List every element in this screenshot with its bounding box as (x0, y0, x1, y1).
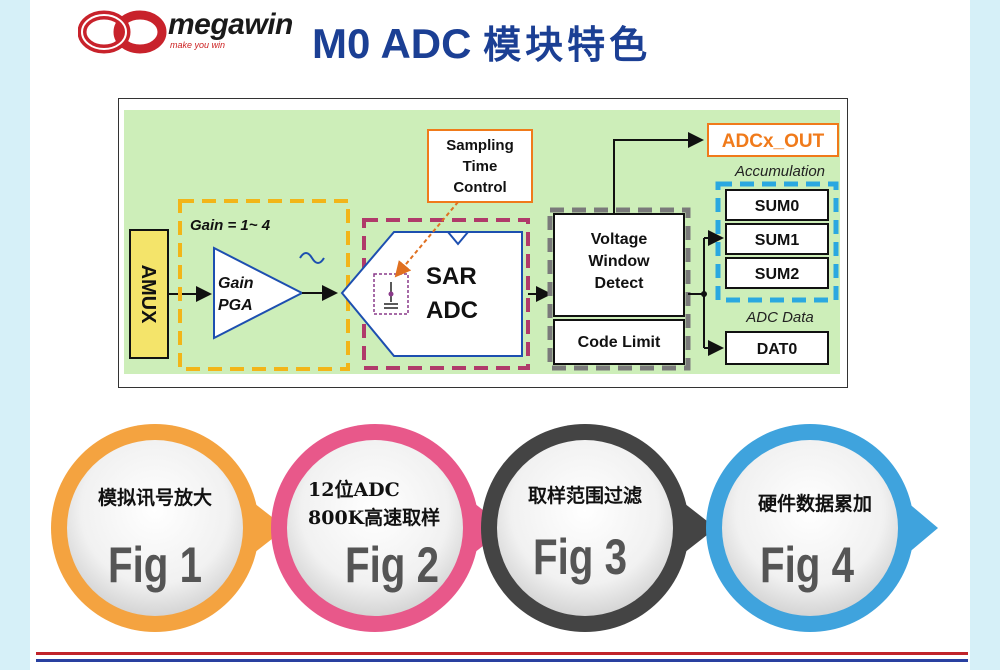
logo-tagline: make you win (170, 40, 226, 50)
adc-data-label: ADC Data (745, 309, 814, 326)
sar-clock-notch (447, 231, 469, 246)
amux-label: AMUX (137, 265, 159, 325)
fig1-arrow-tip (245, 496, 286, 560)
sum2-register (725, 257, 829, 289)
sum0-label: SUM0 (755, 198, 800, 215)
accumulation-label: Accumulation (734, 163, 825, 180)
page-title: M0 ADC 模块特色 (312, 14, 651, 69)
fig4-text-line1: 硬件数据累加 (758, 492, 872, 515)
accumulation-region (715, 181, 839, 303)
title-prefix: M0 ADC (312, 20, 472, 67)
gain-range-label: Gain = 1~ 4 (190, 217, 271, 234)
sampling-label-line1: Sampling (446, 137, 514, 154)
sampling-label-line2: Time (463, 158, 498, 175)
fig1-text-line1: 模拟讯号放大 (98, 486, 212, 509)
pga-label-line1: Gain (218, 275, 254, 292)
feature-fig-4: 硬件数据累加 Fig 4 (706, 424, 938, 632)
code-limit-label: Code Limit (578, 334, 661, 351)
adc-out-label: ADCx_OUT (722, 131, 825, 152)
megawin-logo: megawin make you win (78, 6, 318, 58)
dat0-label: DAT0 (757, 341, 798, 358)
fig2-disc (287, 440, 463, 616)
pga-triangle (213, 246, 305, 340)
sar-adc-shape (340, 231, 523, 357)
dat0-register (725, 331, 829, 365)
fig3-arrow-tip (675, 496, 716, 560)
fig3-text-line1: 取样范围过滤 (528, 484, 642, 507)
to-adc-out-arrow (613, 132, 704, 214)
infinity-logo-icon (78, 10, 167, 54)
sar-label-line1: SAR (426, 263, 477, 290)
fig4-disc (722, 440, 898, 616)
sar-label-line2: ADC (426, 297, 478, 324)
voltage-window-detect-block (553, 213, 685, 317)
sine-wave-icon (299, 252, 325, 264)
switch-node (388, 291, 394, 297)
voltage-window-region (547, 207, 691, 371)
title-chinese: 模块特色 (483, 23, 652, 67)
feature-fig-2: 12位ADC 800K高速取样 Fig 2 (271, 424, 506, 632)
sum1-label: SUM1 (755, 232, 800, 249)
fig3-label: Fig 3 (533, 529, 627, 585)
sum2-label: SUM2 (755, 266, 800, 283)
sampling-label-line3: Control (453, 179, 506, 196)
feature-fig-3: 取样范围过滤 Fig 3 (481, 424, 716, 632)
pga-label-line2: PGA (218, 297, 253, 314)
logo-brand-text: megawin (168, 8, 293, 41)
right-side-band (970, 0, 1000, 670)
fig4-arrow-tip (900, 496, 938, 560)
feature-fig-1: 模拟讯号放大 Fig 1 (51, 424, 286, 632)
output-bus-node (701, 291, 707, 297)
feature-circles: 模拟讯号放大 Fig 1 12位ADC 800K高速取样 Fig 2 取样范围过… (51, 424, 938, 632)
fig4-label: Fig 4 (760, 537, 854, 593)
footer-blue-rule (36, 659, 968, 662)
code-limit-block (553, 319, 685, 365)
adc-block-diagram: AMUX Gain = 1~ 4 Gain PGA SAR ADC Sampli… (118, 98, 848, 388)
vwd-label-line1: Voltage (591, 231, 648, 248)
fig2-label: Fig 2 (345, 537, 439, 593)
vwd-label-line3: Detect (595, 275, 645, 292)
fig2-text-line2: 800K高速取样 (308, 506, 440, 529)
sampling-control-arrow (394, 201, 459, 278)
vwd-label-line2: Window (588, 253, 650, 270)
fig2-text-line1: 12位ADC (308, 478, 400, 501)
footer-red-rule (36, 652, 968, 655)
amux-block (129, 229, 169, 359)
sampling-time-control-box (427, 129, 533, 203)
fig1-disc (67, 440, 243, 616)
left-side-band (0, 0, 30, 670)
sum1-register (725, 223, 829, 255)
sum0-register (725, 189, 829, 221)
adc-out-box (707, 123, 839, 157)
fig3-disc (497, 440, 673, 616)
fig1-label: Fig 1 (108, 537, 202, 593)
